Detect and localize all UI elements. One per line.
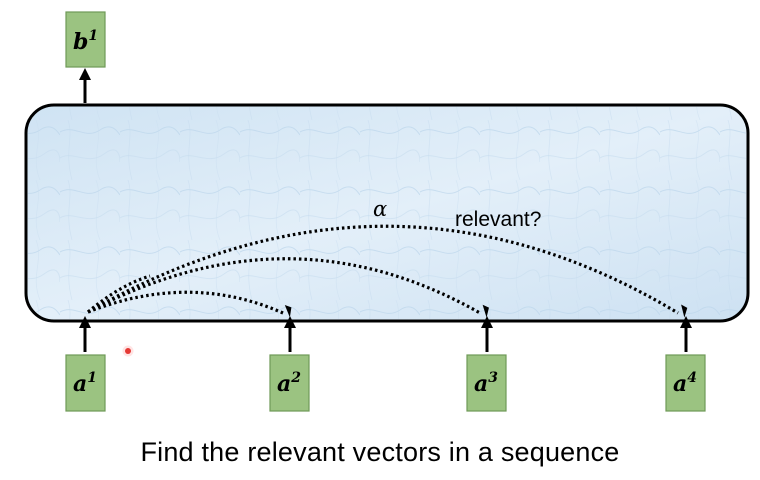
alpha-label: α [373, 197, 387, 221]
input-vector-a3: a3 [466, 354, 507, 412]
output-label-b1: b1 [73, 28, 98, 55]
input-vector-a1: a1 [65, 354, 106, 412]
output-vector-b1: b1 [65, 11, 106, 68]
arc-arrowheads [284, 304, 688, 318]
laser-pointer-dot [122, 345, 134, 357]
relevance-arcs [86, 224, 679, 315]
input-arrow-a4 [680, 316, 692, 352]
caption: Find the relevant vectors in a sequence [140, 437, 620, 467]
input-label-a2: a2 [277, 370, 301, 397]
input-vector-a4: a4 [665, 354, 706, 412]
input-vector-a2: a2 [269, 354, 310, 412]
input-arrow-a1 [79, 316, 91, 352]
relevance-arc-a4 [87, 224, 679, 315]
output-arrow [79, 68, 91, 103]
relevant-question-label: relevant? [455, 208, 541, 231]
input-label-a1: a1 [73, 370, 97, 397]
relevance-arc-a3 [87, 257, 481, 315]
input-arrow-a3 [481, 316, 493, 352]
input-label-a3: a3 [474, 370, 498, 397]
relevance-arc-a1-fan [86, 274, 151, 314]
input-label-a4: a4 [673, 370, 697, 397]
input-arrow-a2 [284, 316, 296, 352]
